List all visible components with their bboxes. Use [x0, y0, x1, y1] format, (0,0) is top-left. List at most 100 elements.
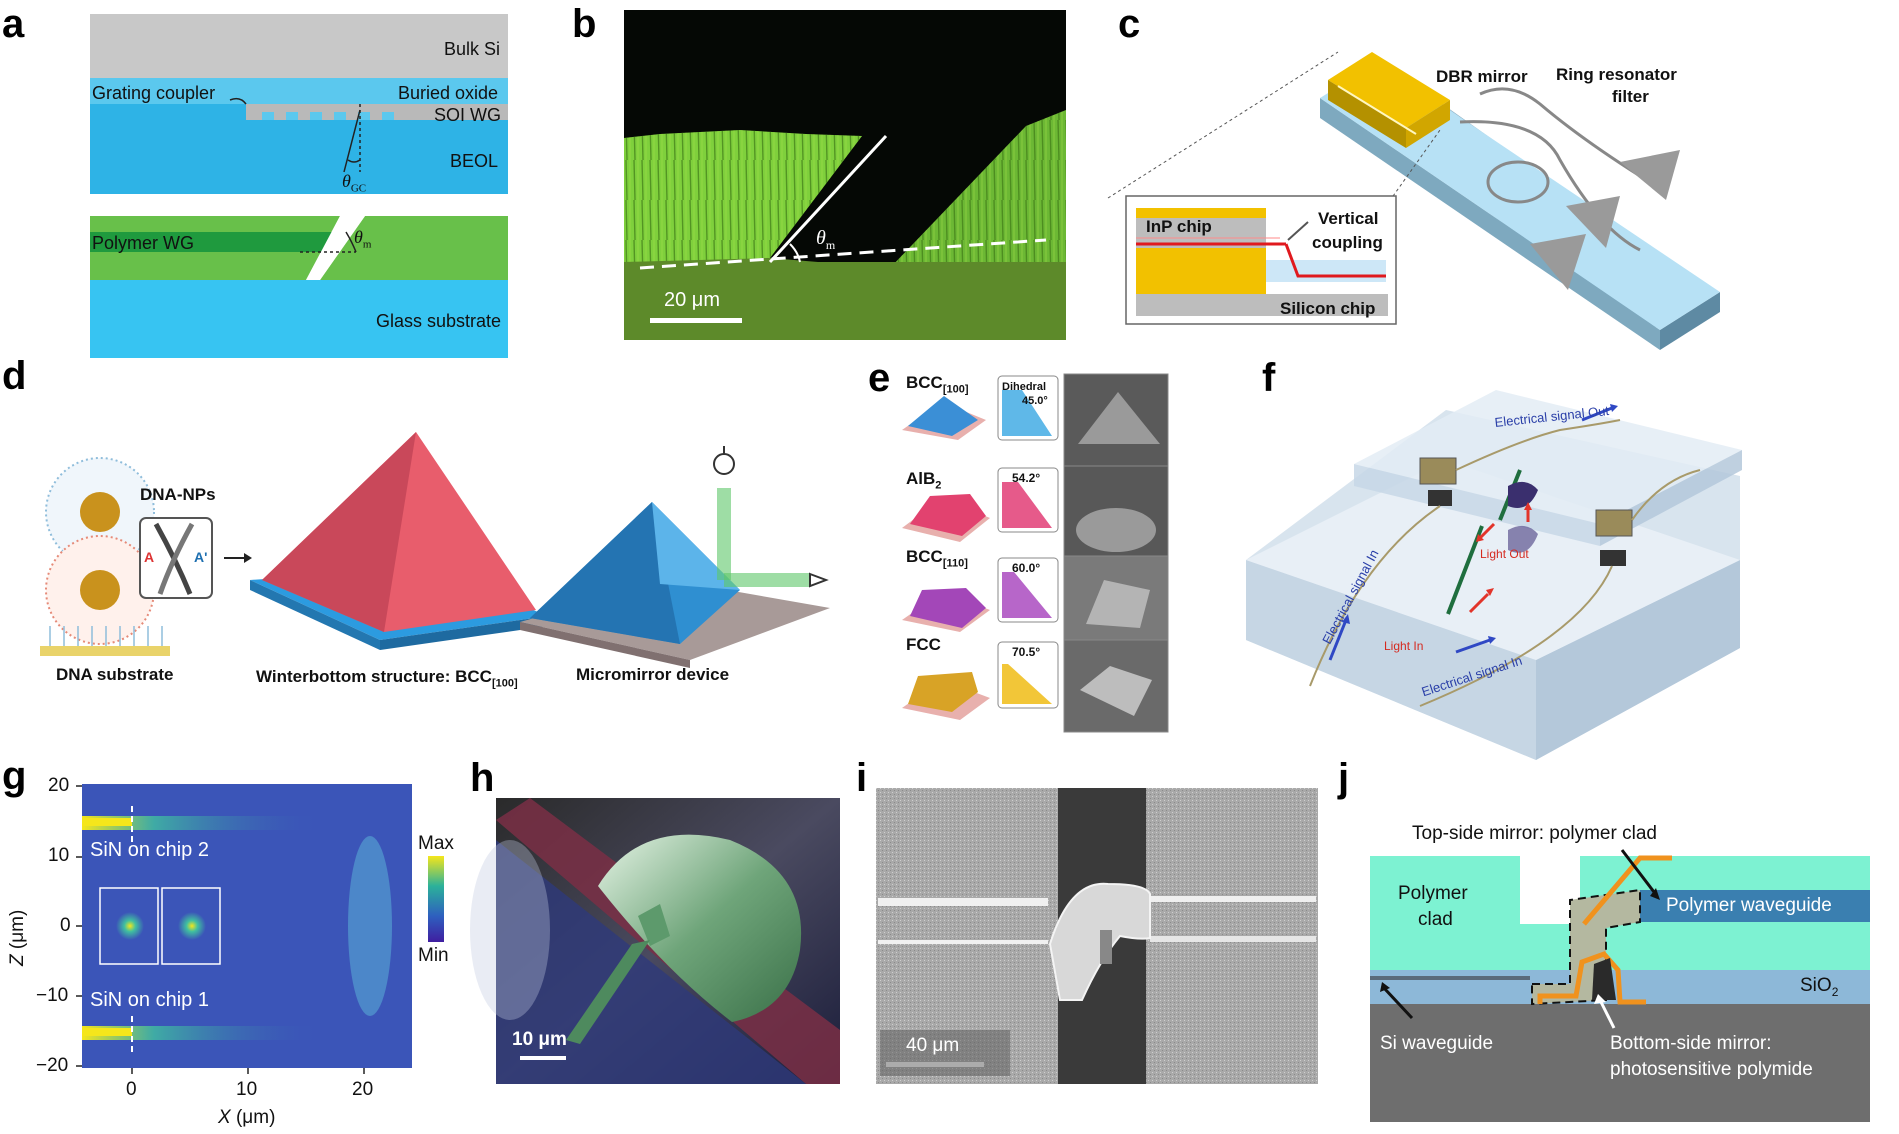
dna-nanoparticles: [45, 457, 155, 645]
panel-label-b: b: [572, 2, 597, 46]
label-vertical: Vertical: [1318, 209, 1379, 228]
g-beam-chip2: [82, 816, 322, 830]
label-grating-coupler: Grating coupler: [92, 83, 216, 103]
j-bent-waveguide: [1531, 888, 1641, 1006]
g-ytick-0: 0: [60, 915, 71, 936]
label-soi-wg: SOI WG: [434, 105, 501, 125]
panel-label-h: h: [470, 756, 495, 800]
i-waveguide-left: [878, 898, 1048, 906]
j-label-top-mirror: Top-side mirror: polymer clad: [1412, 823, 1657, 844]
label-dna-nps: DNA-NPs: [140, 485, 216, 504]
label-dbr-mirror: DBR mirror: [1436, 67, 1528, 86]
panel-label-g: g: [2, 754, 27, 798]
g-xlabel: X (μm): [218, 1107, 276, 1128]
label-dna-substrate: DNA substrate: [56, 665, 174, 684]
label-ring-filter: filter: [1612, 87, 1649, 106]
label-glass-substrate: Glass substrate: [376, 311, 502, 331]
panel-label-f: f: [1262, 356, 1276, 400]
scalebar-h-label: 10 μm: [512, 1029, 567, 1050]
scalebar-h: [520, 1056, 566, 1060]
g-xtick-20: 20: [352, 1079, 374, 1100]
scalebar-b: [650, 318, 742, 323]
panel-label-c: c: [1118, 2, 1141, 46]
g-xtick-0: 0: [126, 1079, 137, 1100]
j-top-mirror: [1582, 855, 1672, 926]
f-pad-upper-right: [1595, 509, 1633, 537]
winterbottom-pyramid: [262, 432, 536, 632]
j-bottom-mirror: [1537, 951, 1646, 1005]
label-elec-out: Electrical signal Out: [1493, 402, 1610, 430]
panel-label-d: d: [2, 354, 27, 398]
e-row-alb2-angle: 54.2°: [1012, 471, 1041, 485]
e-row-fcc-label: FCC: [906, 635, 941, 654]
h-connector: [638, 904, 670, 946]
g-field-map: [82, 784, 412, 1068]
j-label-bottom-mirror-2: photosensitive polymide: [1610, 1059, 1813, 1080]
j-si-waveguide: [1370, 976, 1530, 980]
f-pad-upper-left: [1419, 457, 1457, 485]
micromirror-pyramid: [530, 502, 740, 644]
label-light-in: Light In: [1384, 639, 1424, 653]
label-theta-m-b: θm: [816, 227, 836, 252]
silicon-chip-top: [1329, 61, 1709, 331]
i-mirror-structure: [1048, 882, 1151, 1001]
label-link-a-prime: A': [194, 549, 208, 565]
g-ytick-m10: −10: [36, 985, 69, 1006]
scalebar-i: [886, 1062, 984, 1067]
label-elec-in-bottom: Electrical signal In: [1419, 652, 1524, 700]
g-beam-chip1: [82, 1026, 322, 1040]
g-xtick-10: 10: [236, 1079, 258, 1100]
e-row-bcc100-angle: 45.0°: [1022, 395, 1048, 407]
label-theta-gc: θGC: [342, 171, 367, 195]
label-buried-oxide: Buried oxide: [398, 83, 499, 103]
j-label-polymer-clad-1: Polymer: [1398, 883, 1468, 904]
label-winterbottom: Winterbottom structure: BCC[100]: [256, 667, 518, 690]
beol-layer: [90, 120, 508, 194]
label-coupling: coupling: [1312, 233, 1383, 252]
i-waveguide-right: [1150, 896, 1316, 902]
scalebar-i-label: 40 μm: [906, 1035, 960, 1056]
g-label-chip1: SiN on chip 1: [90, 989, 209, 1011]
g-ytick-m20: −20: [36, 1055, 69, 1076]
panel-label-i: i: [856, 756, 868, 800]
f-waveguide-lower: [1446, 525, 1484, 615]
g-cbar-min: Min: [418, 945, 449, 966]
label-micromirror-device: Micromirror device: [576, 665, 730, 684]
f-bottom-slab: [1246, 410, 1740, 760]
label-theta-m-a: θm: [354, 227, 372, 251]
g-label-chip2: SiN on chip 2: [90, 839, 209, 861]
j-label-bottom-mirror-1: Bottom-side mirror:: [1610, 1033, 1772, 1054]
h-mirror-disk: [598, 834, 802, 1022]
e-row-bcc100-dihedral: Dihedral: [1002, 381, 1047, 393]
panel-label-a: a: [2, 2, 25, 46]
g-cbar-max: Max: [418, 833, 454, 854]
label-light-out: Light Out: [1480, 547, 1529, 561]
micromirror-base: [520, 580, 830, 660]
label-silicon-chip: Silicon chip: [1280, 299, 1376, 318]
label-elec-in-left: Electrical signal In: [1319, 547, 1382, 647]
label-beol: BEOL: [450, 151, 499, 171]
j-sio2-layer: [1370, 970, 1870, 1004]
fluorescent-polymer-right: [890, 110, 1066, 268]
e-row-bcc110-angle: 60.0°: [1012, 561, 1041, 575]
grating-teeth: [262, 112, 394, 120]
label-ring-resonator: Ring resonator: [1556, 65, 1677, 84]
g-colorbar: [428, 856, 444, 942]
g-axis-ticks: [76, 785, 365, 1074]
g-ylabel: Z (μm): [7, 909, 28, 966]
label-bulk-si: Bulk Si: [444, 39, 501, 59]
label-inp-chip: InP chip: [1146, 217, 1212, 236]
j-label-polymer-clad-2: clad: [1418, 909, 1453, 930]
f-waveguide-upper: [1498, 469, 1522, 521]
e-row-bcc110-label: BCC[110]: [906, 547, 968, 570]
g-inset-right: [161, 887, 221, 965]
inp-chip-block: [1328, 52, 1450, 128]
g-ytick-10: 10: [48, 845, 70, 866]
f-mirror-upper: [1508, 481, 1538, 508]
panel-label-e: e: [868, 356, 891, 400]
ring-resonator: [1486, 160, 1550, 204]
j-label-si-waveguide: Si waveguide: [1380, 1033, 1494, 1054]
baseline-dashed: [639, 238, 1047, 270]
i-trench: [1058, 788, 1146, 1084]
label-polymer-wg: Polymer WG: [92, 233, 195, 253]
